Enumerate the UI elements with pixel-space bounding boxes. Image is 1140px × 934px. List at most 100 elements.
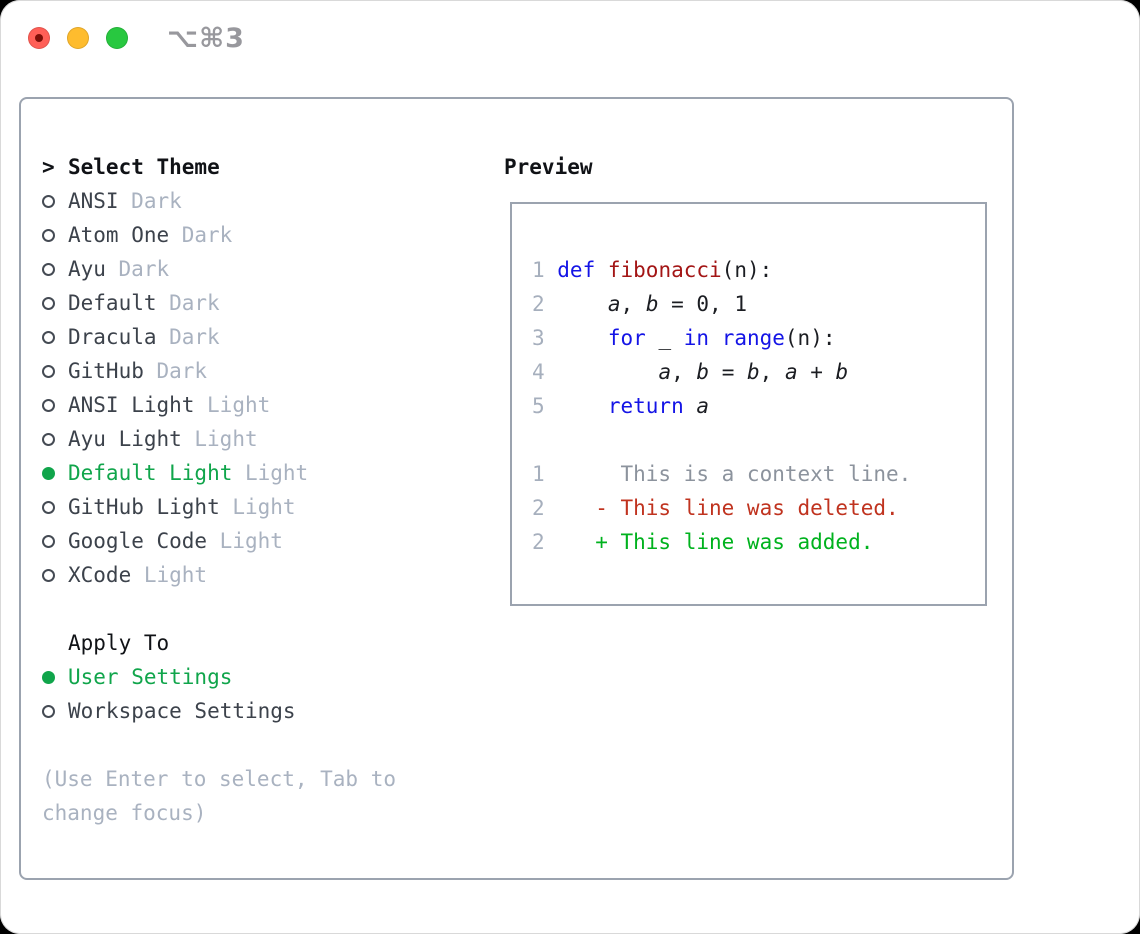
code-token-kw: in [683, 326, 710, 350]
diff-line-context: 1 This is a context line. [532, 457, 985, 491]
radio-icon [42, 286, 56, 320]
select-theme-title: Select Theme [68, 155, 220, 179]
code-line: 5 return a [532, 389, 985, 423]
radio-icon [42, 568, 55, 582]
theme-option[interactable]: Ayu Light Light [42, 422, 396, 456]
theme-variant-tag: Dark [169, 291, 220, 315]
hint-text: (Use Enter to select, Tab to change focu… [42, 762, 396, 830]
blank-line [532, 423, 985, 457]
theme-variant-tag: Dark [169, 325, 220, 349]
code-line: 2 a, b = 0, 1 [532, 287, 985, 321]
theme-option-label: Google Code [68, 529, 208, 553]
theme-variant-tag: Light [244, 461, 309, 485]
code-token-pl: + [797, 360, 836, 384]
theme-option-label: ANSI Light [68, 393, 195, 417]
theme-option-label: Ayu [68, 257, 106, 281]
radio-selected-icon [42, 670, 55, 684]
radio-icon [42, 296, 55, 310]
apply-option[interactable]: User Settings [42, 660, 396, 694]
hint-line-1: (Use Enter to select, Tab to [42, 767, 397, 791]
line-number: 2 [532, 530, 545, 554]
preview-title: Preview [504, 155, 593, 179]
theme-option[interactable]: Google Code Light [42, 524, 396, 558]
radio-selected-icon [42, 466, 55, 480]
code-token-var: a [607, 292, 621, 316]
radio-icon [42, 694, 56, 728]
radio-icon [42, 388, 56, 422]
theme-option-label: Ayu Light [68, 427, 182, 451]
theme-option[interactable]: Default Dark [42, 286, 396, 320]
radio-icon [42, 228, 55, 242]
apply-option-label: User Settings [68, 665, 233, 689]
code-token-pl: , [759, 360, 785, 384]
code-token-ctx: This is a context line. [557, 462, 912, 486]
diff-line-deleted: 2 - This line was deleted. [532, 491, 985, 525]
apply-option[interactable]: Workspace Settings [42, 694, 396, 728]
theme-option-label: Default Light [68, 461, 233, 485]
theme-option-label: Default [68, 291, 157, 315]
apply-to-header: Apply To [42, 626, 396, 660]
maximize-button[interactable] [106, 27, 128, 49]
theme-variant-tag: Light [232, 495, 296, 519]
theme-option-label: GitHub Light [68, 495, 220, 519]
theme-variant-tag: Light [207, 393, 271, 417]
line-number: 3 [532, 326, 545, 350]
theme-option[interactable]: ANSI Light Light [42, 388, 396, 422]
theme-variant-tag: Light [219, 529, 283, 553]
radio-icon [42, 262, 55, 276]
apply-option-label: Workspace Settings [68, 699, 296, 723]
code-token-kw: for [607, 326, 646, 350]
theme-option-label: XCode [68, 563, 132, 587]
code-token-pl: , [620, 292, 646, 316]
radio-icon [42, 422, 56, 456]
select-theme-header: > Select Theme [42, 150, 396, 184]
radio-icon [42, 252, 56, 286]
line-number: 5 [532, 394, 545, 418]
code-token-pl: (n): [721, 258, 773, 282]
code-token-pl: , [671, 360, 697, 384]
radio-icon [42, 364, 55, 378]
code-token-var: b [696, 360, 710, 384]
theme-option[interactable]: GitHub Light Light [42, 490, 396, 524]
theme-option-label: ANSI [68, 189, 119, 213]
radio-selected-icon [42, 660, 56, 694]
code-token-fn: fibonacci [607, 258, 722, 282]
theme-variant-tag: Dark [156, 359, 208, 383]
minimize-button[interactable] [67, 27, 89, 49]
line-number: 1 [532, 462, 545, 486]
theme-option[interactable]: Default Light Light [42, 456, 396, 490]
radio-icon [42, 194, 55, 208]
radio-selected-icon [42, 456, 56, 490]
line-number: 2 [532, 292, 545, 316]
diff-line-added: 2 + This line was added. [532, 525, 985, 559]
close-button[interactable] [28, 27, 50, 49]
code-token-kw: return [607, 394, 684, 418]
radio-icon [42, 184, 56, 218]
code-token-pl [557, 355, 658, 389]
radio-icon [42, 432, 55, 446]
radio-icon [42, 320, 56, 354]
theme-variant-tag: Light [194, 427, 258, 451]
radio-icon [42, 704, 55, 718]
radio-icon [42, 330, 55, 344]
theme-variant-tag: Dark [131, 189, 182, 213]
code-line: 4 a, b = b, a + b [532, 355, 985, 389]
code-token-var: a [696, 394, 710, 418]
code-token-pl: (n): [784, 326, 836, 350]
theme-option[interactable]: ANSI Dark [42, 184, 396, 218]
code-token-pl: = [709, 360, 747, 384]
code-token-var: b [645, 292, 659, 316]
code-token-pl: = 0, 1 [658, 292, 747, 316]
radio-icon [42, 354, 56, 388]
theme-variant-tag: Dark [181, 223, 233, 247]
